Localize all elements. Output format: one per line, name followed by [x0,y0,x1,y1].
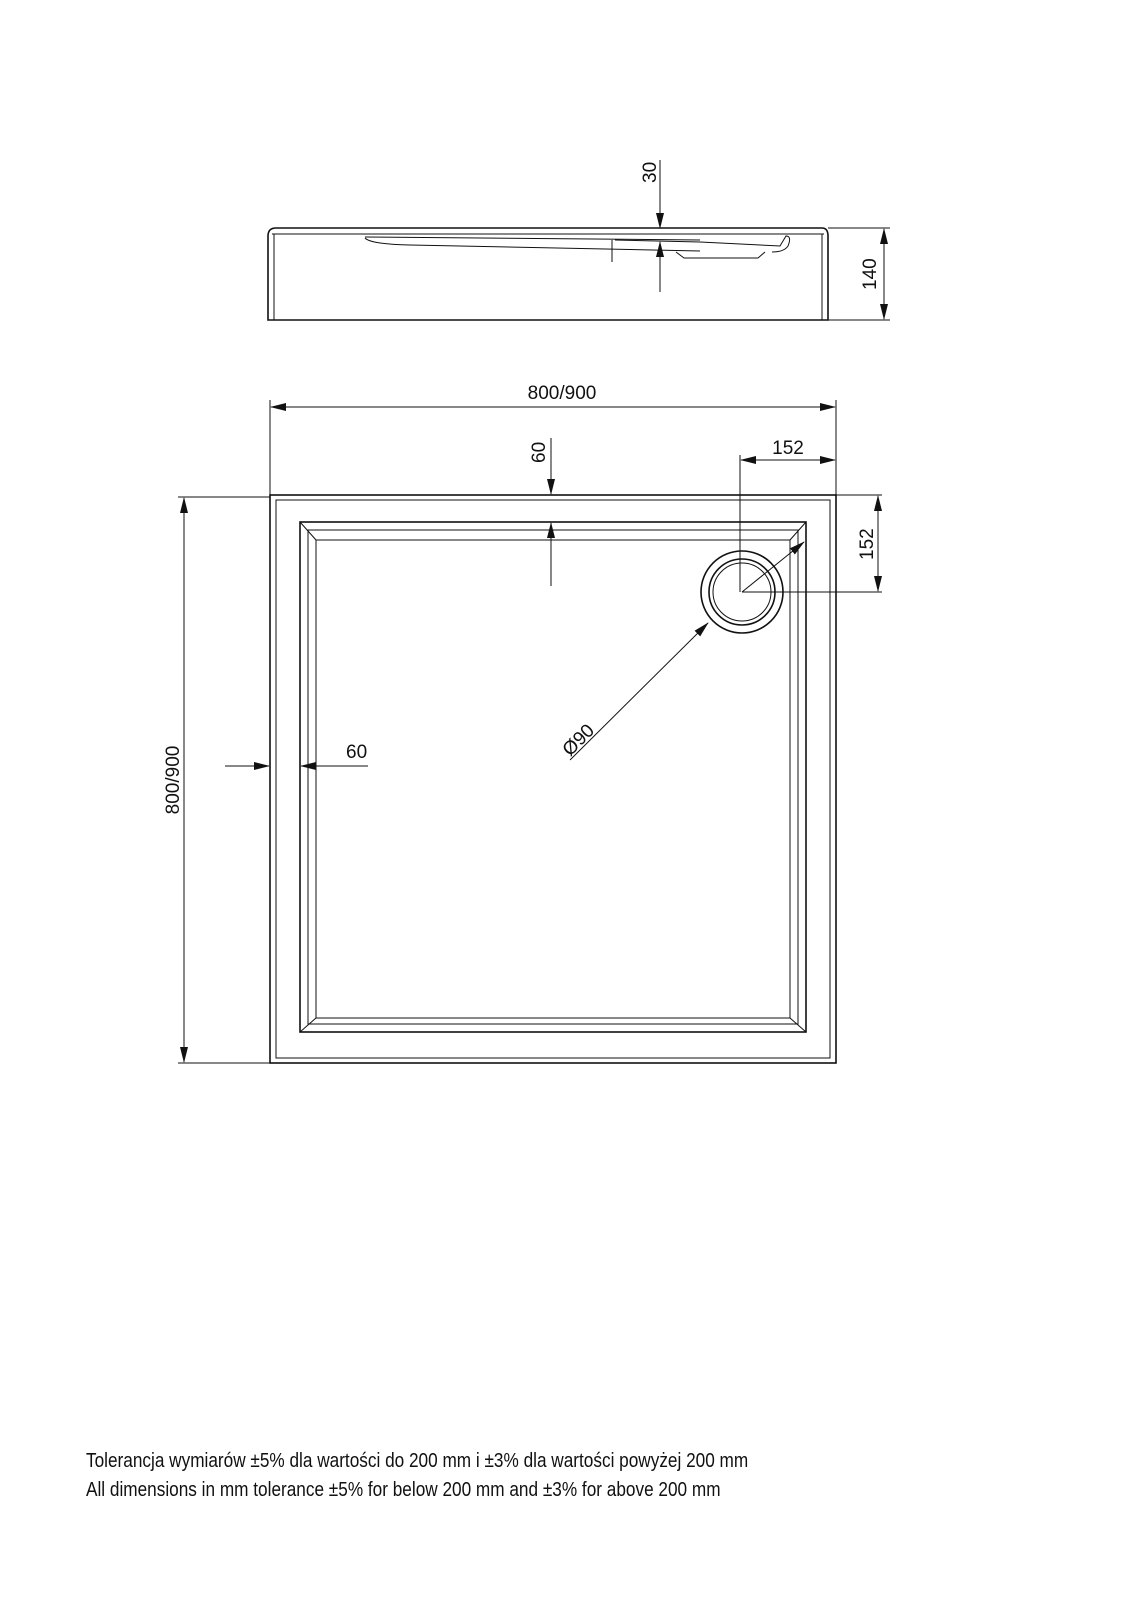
depth-dimension-label: 30 [640,162,661,183]
length-dimension-label: 800/900 [163,746,184,815]
rim-side-dimension-label: 60 [346,742,367,763]
drain-diameter-label: Ø90 [559,720,599,760]
drain-offset-y-label: 152 [857,528,878,560]
side-view: 30 140 [267,160,890,321]
plan-view: 800/900 800/900 60 60 152 152 Ø90 [163,383,882,1064]
height-dimension-label: 140 [860,258,881,290]
drain-offset-x-label: 152 [772,438,804,459]
width-dimension-label: 800/900 [528,383,597,404]
rim-top-dimension-label: 60 [529,442,550,463]
tolerance-note-polish: Tolerancja wymiarów ±5% dla wartości do … [86,1450,749,1472]
tolerance-note-english: All dimensions in mm tolerance ±5% for b… [86,1479,721,1501]
